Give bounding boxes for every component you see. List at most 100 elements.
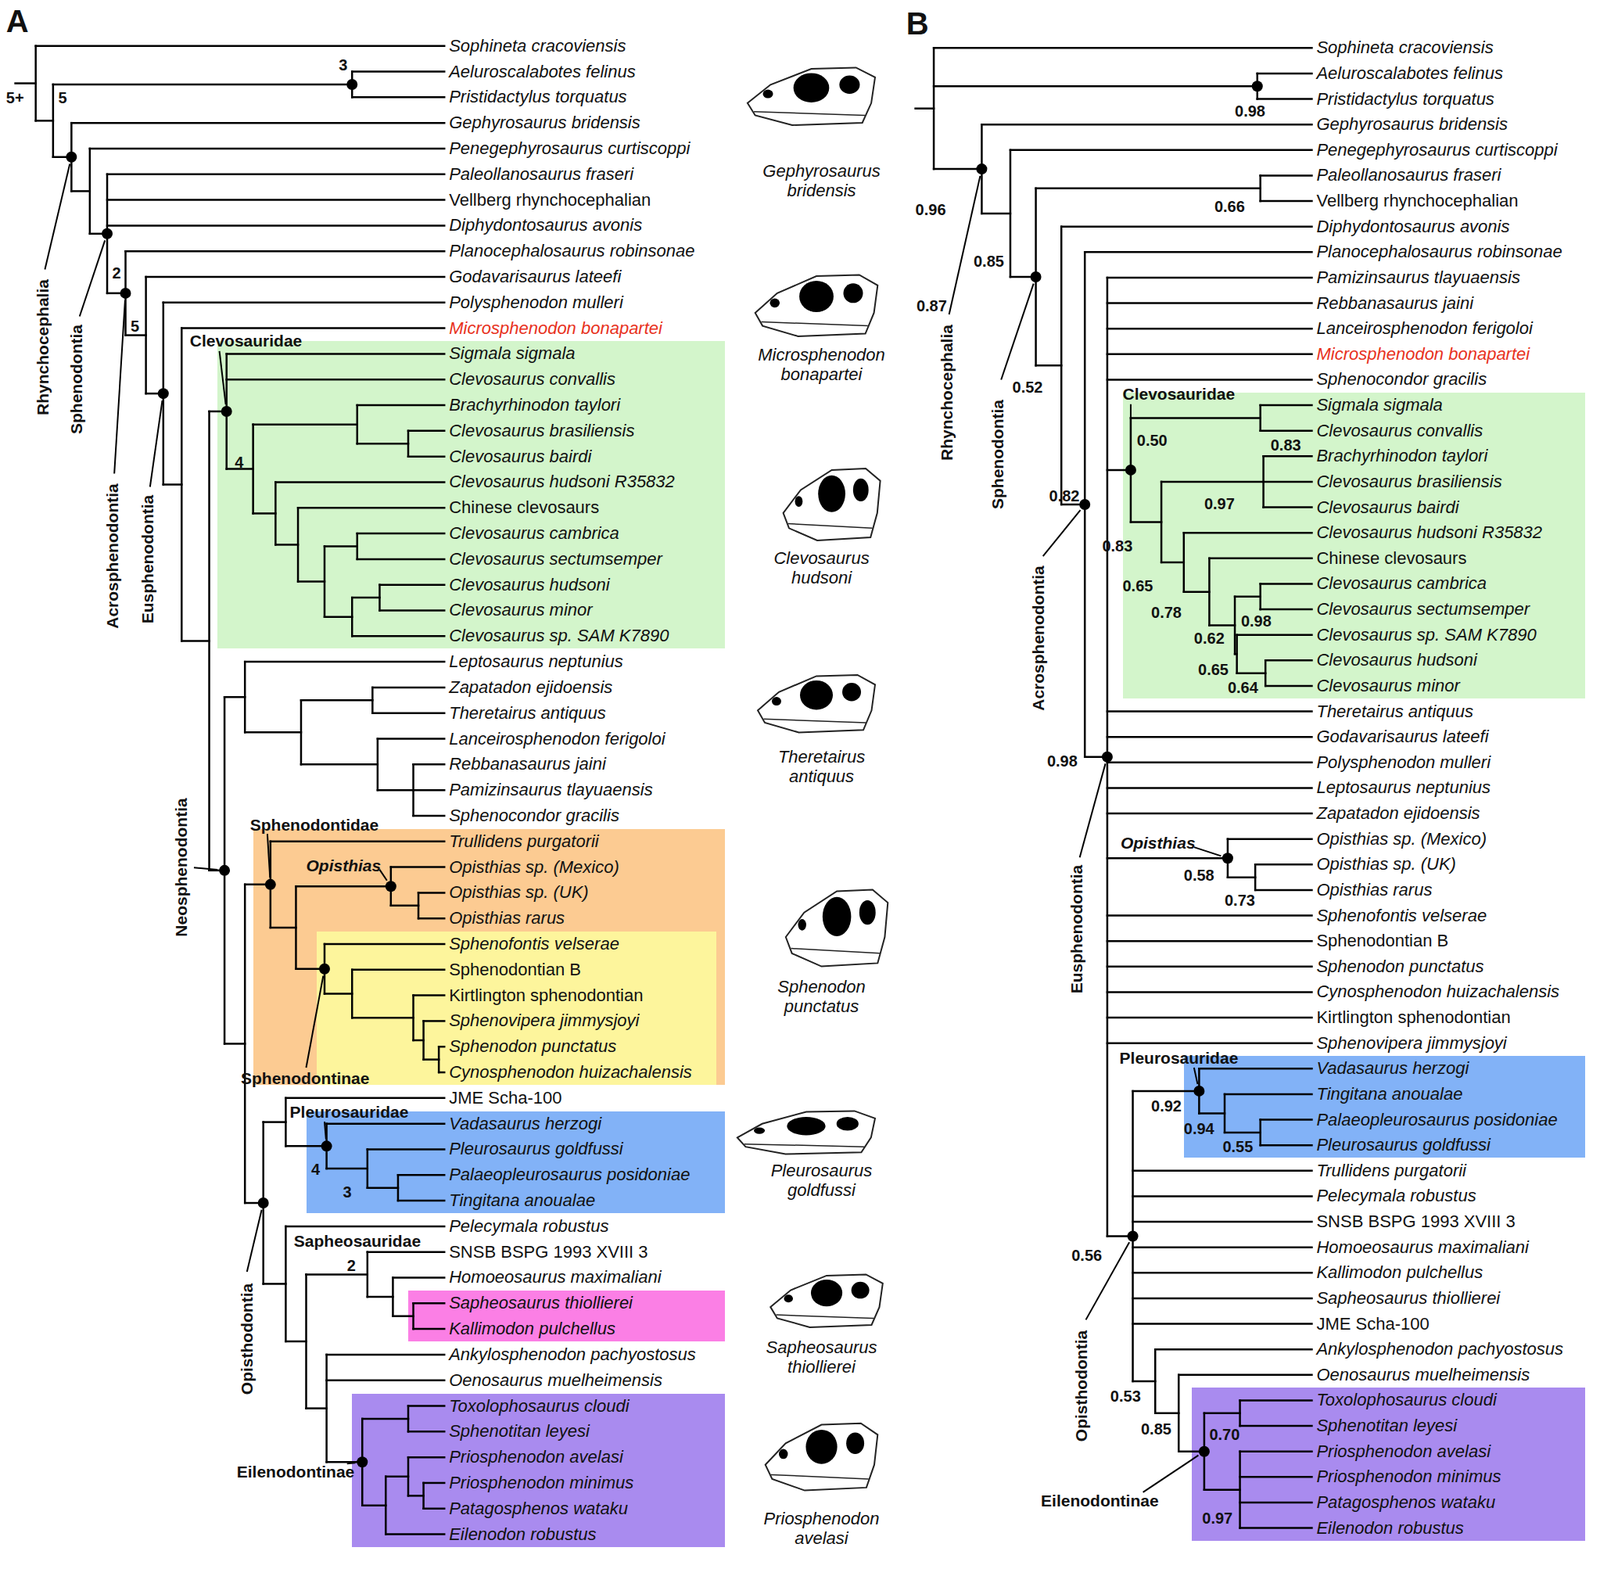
branch — [932, 47, 936, 169]
taxon-name: Vellberg rhynchocephalian — [448, 190, 651, 211]
branch — [146, 276, 445, 279]
taxon-name: Leptosaurus neptunius — [1316, 777, 1491, 798]
taxon-name: Lanceirosphenodon ferigoloi — [448, 728, 665, 750]
branch — [398, 1199, 445, 1202]
support-value: 2 — [347, 1257, 356, 1274]
clade-band: Toxolophosaurus cloudiSphenotitan leyesi… — [1191, 1387, 1585, 1540]
branch — [89, 147, 445, 151]
skull-fenestra — [817, 475, 846, 513]
branch — [1107, 327, 1313, 331]
taxon-name: Clevosaurus hudsoni R35832 — [448, 471, 675, 492]
branch — [408, 1404, 445, 1407]
branch — [408, 1456, 445, 1459]
support-value: 0.98 — [1047, 753, 1078, 769]
branch — [1107, 735, 1313, 739]
taxon-name: Leptosaurus neptunius — [448, 651, 624, 672]
support-value: 0.52 — [1012, 379, 1044, 395]
branch — [384, 1476, 388, 1535]
branch — [324, 615, 352, 618]
support-value: 0.70 — [1208, 1426, 1240, 1443]
branch — [413, 993, 445, 997]
clade-band: Vadasaurus herzogiPleurosaurus goldfussi… — [306, 1111, 725, 1213]
support-value: 0.58 — [1183, 867, 1215, 883]
taxon-name: Godavarisaurus lateefi — [448, 266, 621, 287]
node-dot — [321, 1140, 333, 1152]
branch — [1204, 1488, 1241, 1491]
branch — [371, 687, 374, 714]
branch — [125, 250, 445, 253]
leader-line — [114, 300, 126, 474]
taxon-name: Diphydontosaurus avonis — [448, 215, 643, 236]
skull-outline — [747, 67, 876, 126]
branch — [1260, 1144, 1313, 1147]
branch — [351, 70, 445, 73]
skull-outline — [755, 274, 879, 337]
branch — [412, 995, 415, 1041]
support-value: 5 — [130, 318, 140, 334]
branch — [1160, 481, 1163, 563]
taxon-name: Trullidens purgatorii — [1316, 1160, 1467, 1181]
branch — [1161, 480, 1264, 484]
branch — [35, 119, 54, 122]
taxon-name: Clevosaurus hudsoni — [448, 574, 610, 596]
branch — [351, 969, 354, 1019]
leader-line — [150, 400, 163, 487]
taxon-name: Pelecymala robustus — [1316, 1185, 1476, 1206]
branch — [107, 198, 445, 201]
branch — [1133, 1380, 1156, 1383]
branch — [1265, 659, 1312, 662]
branch — [107, 173, 445, 176]
branch — [294, 886, 298, 969]
node-dot — [975, 163, 987, 175]
branch — [1107, 965, 1313, 969]
branch — [1260, 608, 1313, 611]
taxon-name: Sphenotitan leyesi — [1316, 1415, 1457, 1436]
branch — [1107, 301, 1313, 305]
branch — [1260, 429, 1313, 432]
support-value: 0.92 — [1151, 1097, 1182, 1114]
leader-line — [949, 175, 981, 315]
taxon-name: Palaeopleurosaurus posidoniae — [1316, 1109, 1557, 1131]
taxon-name: Aeluroscalabotes felinus — [448, 61, 635, 83]
skull-fenestra — [836, 1116, 859, 1131]
skull-fenestra — [805, 1429, 837, 1464]
branch — [413, 1327, 445, 1331]
branch — [351, 634, 445, 638]
taxon-name: Clevosaurus brasiliensis — [448, 420, 635, 442]
branch — [270, 840, 445, 844]
node-dot — [65, 151, 77, 163]
branch — [377, 789, 414, 792]
leader-line — [1194, 1067, 1199, 1084]
skull-caption: Clevosaurus hudsoni — [743, 548, 901, 588]
taxon-name: Vadasaurus herzogi — [448, 1113, 602, 1134]
branch — [1107, 1041, 1313, 1044]
taxon-name: Clevosaurus cambrica — [1316, 573, 1487, 594]
branch — [398, 1173, 445, 1177]
support-value: 0.50 — [1137, 432, 1168, 449]
taxon-name: Sphenodon punctatus — [448, 1036, 617, 1057]
clade-band: Sapheosaurus thiolliereiKallimodon pulch… — [408, 1290, 725, 1342]
taxon-name: Toxolophosaurus cloudi — [1316, 1389, 1496, 1410]
branch — [285, 1097, 445, 1100]
support-value: 0.55 — [1222, 1138, 1253, 1155]
support-value: 3 — [338, 57, 348, 73]
taxon-name: SNSB BSPG 1993 XVIII 3 — [1316, 1211, 1515, 1232]
branch — [437, 1046, 441, 1073]
taxon-name: Priosphenodon avelasi — [448, 1446, 624, 1468]
branch — [1257, 97, 1313, 101]
branch — [378, 584, 381, 611]
support-value: 0.87 — [916, 297, 948, 314]
support-value: 0.96 — [915, 201, 947, 218]
leader-line — [347, 1462, 356, 1464]
skull-outline — [785, 889, 889, 966]
leader-line — [267, 833, 270, 878]
support-value: 2 — [112, 265, 122, 281]
branch — [1198, 1067, 1312, 1070]
branch — [251, 424, 255, 514]
support-value: 0.98 — [1234, 103, 1266, 119]
branch — [226, 352, 445, 356]
branch — [89, 148, 92, 234]
taxon-name: Sapheosaurus thiollierei — [1316, 1287, 1500, 1309]
branch — [367, 1250, 445, 1253]
branch — [253, 512, 277, 515]
